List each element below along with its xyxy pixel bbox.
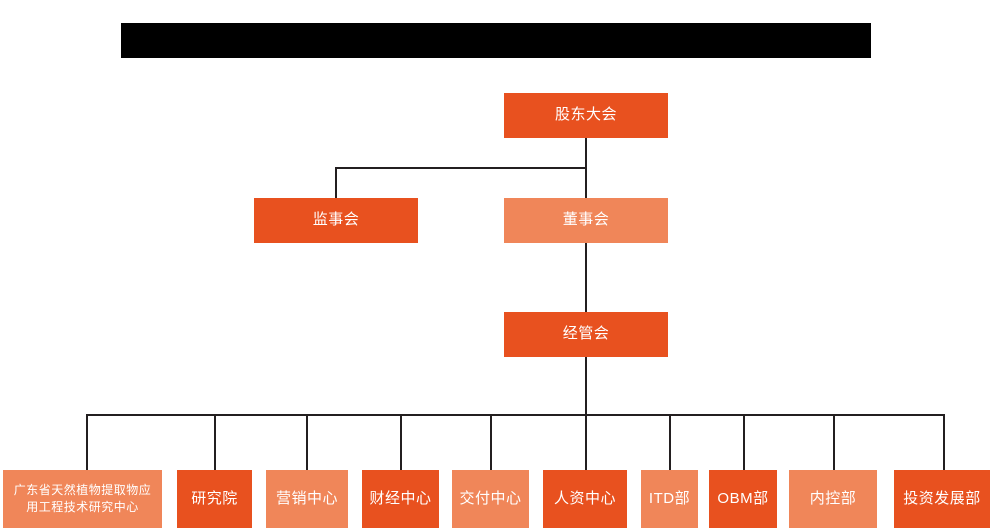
node-institute[interactable]: 研究院 [177, 470, 252, 528]
node-shareholders[interactable]: 股东大会 [504, 93, 668, 138]
node-investment[interactable]: 投资发展部 [894, 470, 990, 528]
node-internal-control[interactable]: 内控部 [789, 470, 877, 528]
node-supervisors-label: 监事会 [312, 211, 360, 229]
node-directors[interactable]: 董事会 [504, 198, 668, 243]
node-hr-label: 人资中心 [553, 489, 616, 507]
connector-drop-finance [400, 414, 402, 470]
node-directors-label: 董事会 [562, 211, 610, 229]
node-delivery[interactable]: 交付中心 [452, 470, 529, 528]
node-management[interactable]: 经管会 [504, 312, 668, 357]
node-institute-label: 研究院 [191, 489, 238, 507]
connector-drop-delivery [490, 414, 492, 470]
node-research-center-label: 广东省天然植物提取物应用工程技术研究中心 [13, 482, 152, 514]
connector-drop-investment [943, 414, 945, 470]
node-research-center[interactable]: 广东省天然植物提取物应用工程技术研究中心 [3, 470, 162, 528]
connector-management-down [585, 357, 587, 415]
node-investment-label: 投资发展部 [903, 489, 981, 507]
node-finance-label: 财经中心 [369, 489, 432, 507]
node-itd[interactable]: ITD部 [641, 470, 698, 528]
connector-drop-internal-control [833, 414, 835, 470]
node-management-label: 经管会 [562, 325, 610, 343]
node-shareholders-label: 股东大会 [554, 106, 617, 124]
connector-drop-research-center [86, 414, 88, 470]
node-delivery-label: 交付中心 [459, 489, 522, 507]
node-hr[interactable]: 人资中心 [543, 470, 627, 528]
connector-directors-down [585, 243, 587, 312]
connector-drop-institute [214, 414, 216, 470]
node-finance[interactable]: 财经中心 [362, 470, 439, 528]
node-itd-label: ITD部 [648, 489, 691, 507]
connector-shareholders-down [585, 138, 587, 168]
node-marketing-label: 营销中心 [275, 489, 338, 507]
redacted-title-bar [121, 23, 871, 58]
connector-directors-up [585, 167, 587, 198]
node-obm-label: OBM部 [717, 489, 769, 507]
connector-drop-hr [585, 414, 587, 470]
node-internal-control-label: 内控部 [809, 489, 857, 507]
connector-drop-marketing [306, 414, 308, 470]
connector-level2-bus [335, 167, 587, 169]
connector-supervisors-up [335, 167, 337, 198]
node-marketing[interactable]: 营销中心 [266, 470, 348, 528]
node-supervisors[interactable]: 监事会 [254, 198, 418, 243]
connector-level4-bus [86, 414, 945, 416]
connector-drop-itd [669, 414, 671, 470]
node-obm[interactable]: OBM部 [709, 470, 777, 528]
connector-drop-obm [743, 414, 745, 470]
